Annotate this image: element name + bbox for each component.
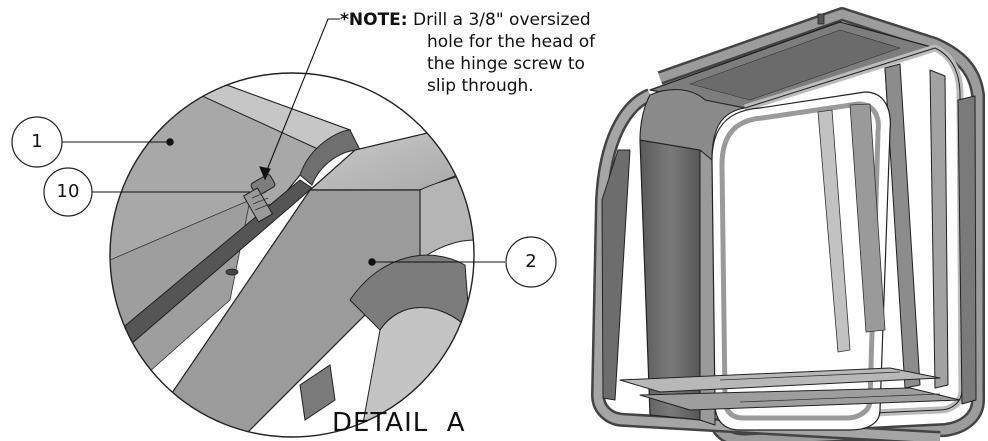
callout-label-1: 1	[31, 131, 43, 152]
detail-a-view	[110, 73, 474, 437]
note-prefix: *NOTE:	[340, 10, 408, 30]
note-line-4: slip through.	[427, 76, 534, 96]
callout-circle-1	[11, 116, 63, 168]
callout-label-10: 10	[56, 181, 80, 202]
hinge-screw	[242, 174, 276, 223]
detail-circle-border	[109, 72, 475, 438]
leader-lines	[62, 18, 505, 266]
note-line-3: the hinge screw to	[427, 54, 585, 74]
note-line-1: Drill a 3/8" oversized	[412, 10, 591, 30]
drill-note: *NOTE: Drill a 3/8" oversized hole for t…	[340, 9, 595, 97]
callout-label-2: 2	[525, 251, 537, 272]
callout-circle-10	[43, 167, 93, 217]
callout-circle-2	[505, 236, 557, 288]
frame-assembly-view	[591, 7, 985, 441]
note-line-2: hole for the head of	[427, 32, 596, 52]
detail-caption: DETAIL A	[332, 408, 466, 438]
